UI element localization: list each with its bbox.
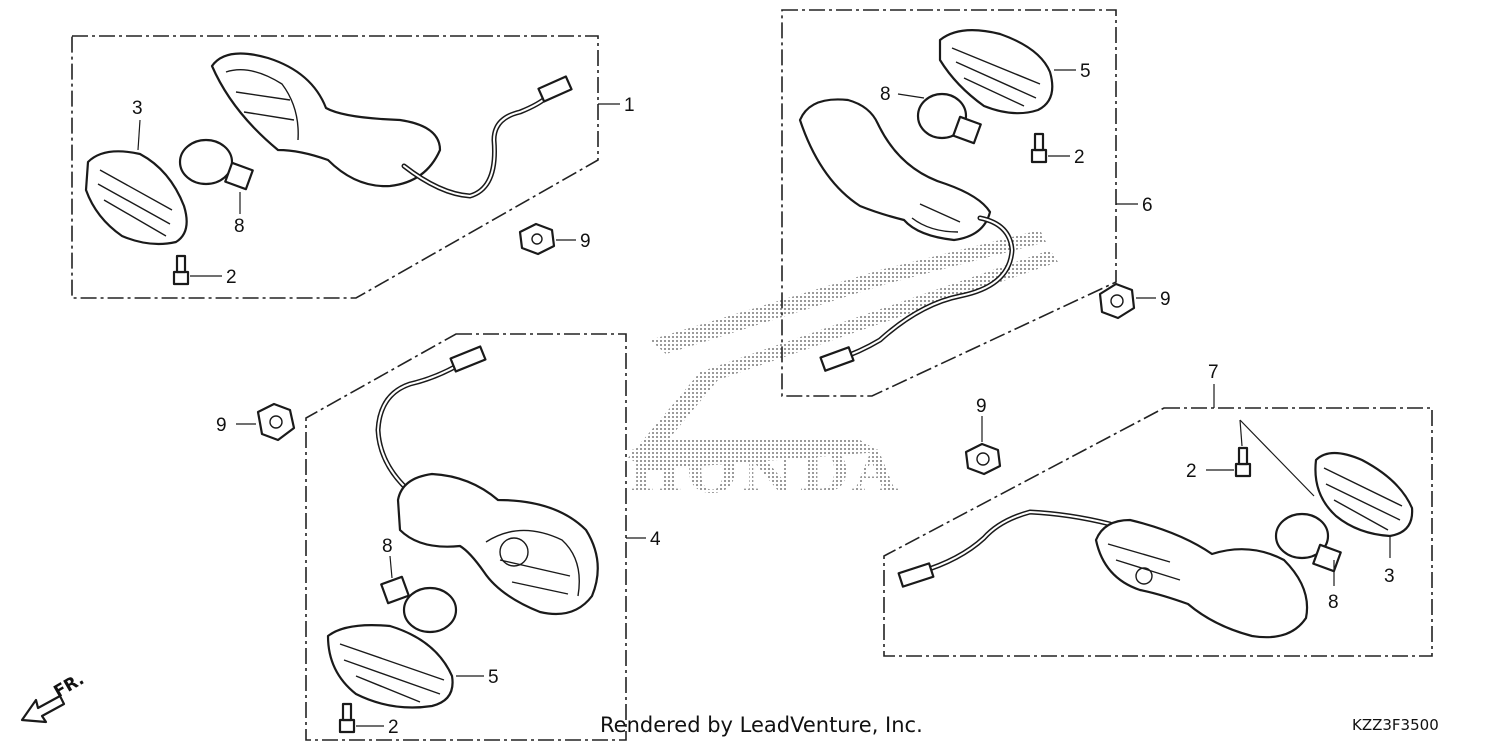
group-7-right-rear-winker: 7 9 2 3 8 — [883, 362, 1433, 657]
winker-lens-ribs — [97, 169, 173, 237]
winker-housing[interactable] — [210, 52, 442, 188]
wire-harness-inner — [835, 217, 1014, 361]
honda-wing-logo-upper — [650, 230, 1046, 354]
callout-5: 5 — [1080, 61, 1091, 82]
winker-lens[interactable] — [1314, 451, 1414, 538]
callout-8: 8 — [1328, 592, 1339, 613]
group-1-left-front-winker: 1 3 8 2 9 — [71, 35, 635, 299]
winker-lens-grid — [225, 69, 299, 141]
diagram-code: KZZ3F3500 — [1352, 716, 1439, 734]
wire-harness-inner — [403, 95, 549, 198]
callout-9: 9 — [1160, 289, 1171, 310]
group-6-frame — [781, 9, 1117, 397]
winker-lens-ribs — [339, 643, 445, 703]
bulb-base — [224, 161, 254, 191]
screw-shank — [1237, 446, 1249, 466]
nut-hole — [1110, 294, 1124, 308]
callout-5: 5 — [488, 667, 499, 688]
winker-housing[interactable] — [798, 98, 992, 242]
screw-head[interactable] — [1030, 148, 1048, 164]
honda-wing-logo — [628, 250, 1058, 470]
bulb[interactable] — [402, 586, 458, 634]
screw-head[interactable] — [1234, 462, 1252, 478]
screw-shank — [341, 702, 353, 722]
wire-connector[interactable] — [819, 346, 855, 372]
screw-shank — [175, 254, 187, 274]
bulb[interactable] — [178, 138, 234, 186]
winker-lens[interactable] — [84, 150, 188, 246]
group-6-right-front-winker: 5 8 2 6 9 — [781, 9, 1171, 397]
wire-harness — [917, 509, 1113, 575]
group-4-left-rear-winker: 9 4 8 5 2 — [216, 333, 661, 741]
callout-8: 8 — [234, 216, 245, 237]
callout-9: 9 — [580, 231, 591, 252]
winker-lens-ribs — [951, 47, 1041, 107]
nut-hole — [531, 233, 543, 245]
nut[interactable] — [1098, 282, 1136, 320]
callout-3: 3 — [132, 98, 143, 119]
bulb-base — [952, 115, 982, 145]
callout-9: 9 — [976, 396, 987, 417]
callout-8: 8 — [382, 536, 393, 557]
winker-lens-grid — [911, 203, 961, 233]
grommet[interactable] — [964, 442, 1002, 476]
screw-head[interactable] — [172, 270, 190, 286]
callout-8: 8 — [880, 84, 891, 105]
honda-wordmark: HONDA — [628, 438, 902, 506]
wire-connector[interactable] — [537, 75, 573, 103]
callout-2: 2 — [388, 717, 399, 738]
wire-connector[interactable] — [897, 562, 935, 588]
grommet-hole — [976, 452, 990, 466]
front-direction-indicator: FR. — [20, 669, 88, 724]
honda-watermark: HONDA — [628, 230, 1058, 506]
arrow-icon — [20, 694, 66, 724]
winker-lens-grid — [485, 529, 580, 597]
callout-2: 2 — [226, 267, 237, 288]
screw-head[interactable] — [338, 718, 356, 734]
winker-lens[interactable] — [326, 624, 454, 709]
wire-harness-inner — [376, 363, 461, 501]
winker-lens-grid — [1107, 543, 1181, 581]
wire-harness-inner — [919, 510, 1111, 573]
housing-socket — [1135, 567, 1153, 585]
group-4-frame — [305, 333, 627, 741]
grommet-hole — [269, 415, 283, 429]
group-7-frame — [883, 407, 1433, 657]
nut[interactable] — [518, 222, 556, 256]
screw-shank — [1033, 132, 1045, 152]
winker-lens-ribs — [1323, 467, 1403, 531]
rendered-by-caption: Rendered by LeadVenture, Inc. — [600, 713, 923, 737]
callout-2: 2 — [1186, 461, 1197, 482]
winker-housing[interactable] — [396, 472, 599, 616]
callout-3: 3 — [1384, 566, 1395, 587]
callout-9: 9 — [216, 415, 227, 436]
callout-1: 1 — [624, 95, 635, 116]
grommet[interactable] — [256, 402, 296, 442]
housing-socket — [499, 537, 529, 567]
bulb-base — [380, 575, 410, 605]
bulb[interactable] — [916, 92, 968, 140]
wire-connector[interactable] — [449, 345, 487, 373]
callout-6: 6 — [1142, 195, 1153, 216]
winker-housing[interactable] — [1094, 518, 1309, 639]
callout-2: 2 — [1074, 147, 1085, 168]
callout-7: 7 — [1208, 362, 1219, 383]
bulb[interactable] — [1274, 512, 1330, 560]
callout-4: 4 — [650, 529, 661, 550]
group-1-frame — [71, 35, 599, 299]
